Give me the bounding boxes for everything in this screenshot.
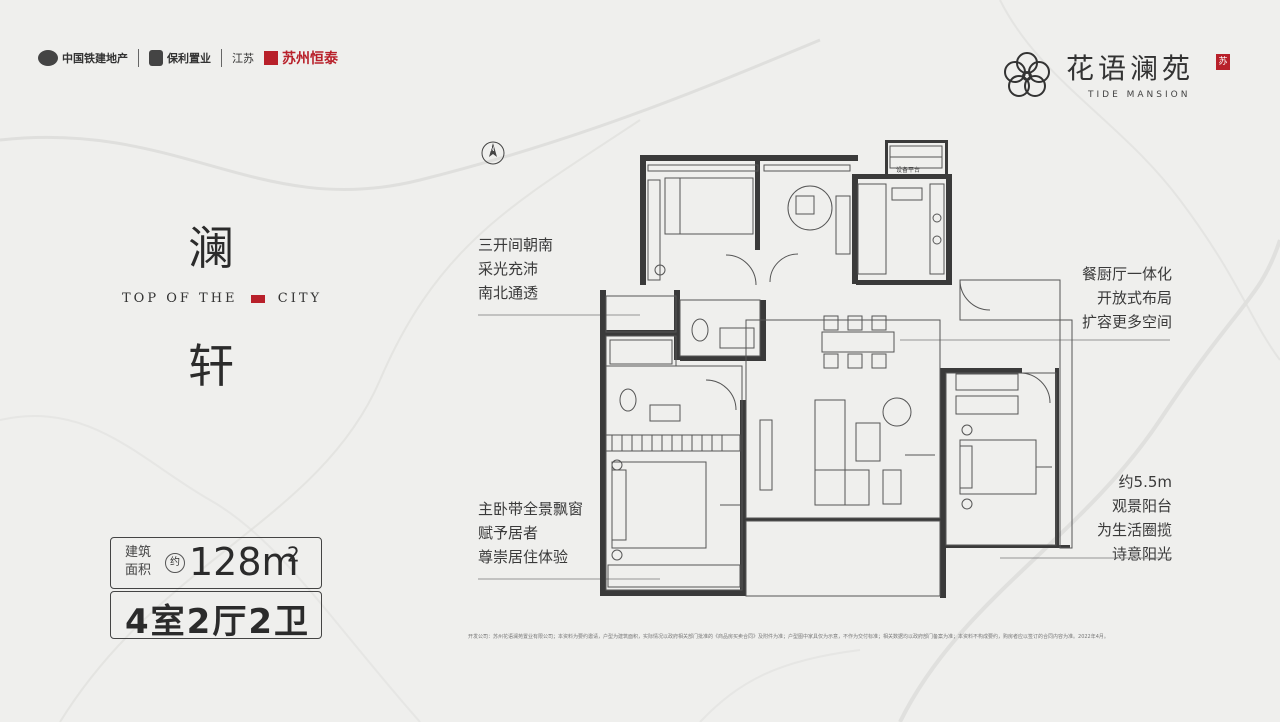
- tagline: TOP OF THE CITY: [122, 291, 322, 306]
- hengtai-logo-icon: [264, 51, 278, 65]
- brand-logo: 花语澜苑 苏 TIDE MANSION: [1000, 44, 1230, 104]
- brand-subtitle: TIDE MANSION: [1088, 90, 1191, 100]
- crcc-logo-text: 中国铁建地产: [62, 52, 128, 65]
- flower-icon: [1004, 52, 1050, 97]
- compass-label: N: [490, 146, 495, 153]
- crcc-logo: 中国铁建地产: [38, 50, 128, 66]
- brand-seal: 苏: [1216, 54, 1230, 70]
- area-unit: 2: [287, 540, 300, 584]
- study-furniture: [763, 164, 851, 283]
- tagline-left: TOP OF THE: [122, 291, 238, 306]
- annotation-balcony: 约5.5m 观景阳台 为生活圈揽 诗意阳光: [1060, 470, 1172, 566]
- annotation-line: 三开间朝南: [478, 236, 554, 254]
- annotation-line: 尊崇居住体验: [478, 548, 569, 566]
- bedroom-north-furniture: [647, 164, 759, 286]
- living-dining-furniture: [759, 315, 935, 506]
- annotation-line: 诗意阳光: [1111, 545, 1172, 563]
- room-outlines: [605, 279, 1073, 597]
- annotation-line: 赋予居者: [478, 524, 539, 542]
- platform-label: 设备平台: [896, 166, 920, 174]
- area-sup: 2: [287, 542, 300, 567]
- master-bedroom-furniture: [605, 434, 741, 588]
- poly-logo: 保利置业: [149, 50, 211, 66]
- area-value: 128m: [189, 540, 299, 584]
- annotation-north: 三开间朝南 采光充沛 南北通透: [478, 233, 553, 305]
- annotation-line: 观景阳台: [1111, 497, 1172, 515]
- leader-lines: [478, 314, 1172, 580]
- jiangsu-label: 江苏: [232, 52, 254, 65]
- annotation-line: 餐厨厅一体化: [1081, 265, 1172, 283]
- unit-name-bottom: 轩: [188, 339, 234, 393]
- rooms-box: 4室2厅2卫: [110, 591, 322, 642]
- bedroom-east-furniture: [955, 372, 1052, 510]
- compass-icon: N: [481, 141, 505, 165]
- poly-logo-icon: [149, 50, 163, 66]
- annotation-kitchen: 餐厨厅一体化 开放式布局 扩容更多空间: [1040, 262, 1172, 334]
- annotation-master: 主卧带全景飘窗 赋予居者 尊崇居住体验: [478, 497, 583, 569]
- annotation-line: 南北通透: [478, 284, 539, 302]
- annotation-line: 采光充沛: [478, 260, 539, 278]
- area-label: 建筑面积: [125, 545, 152, 578]
- annotation-line: 主卧带全景飘窗: [478, 500, 584, 518]
- hengtai-logo-text: 苏州恒泰: [282, 51, 338, 67]
- poly-logo-text: 保利置业: [167, 52, 211, 65]
- annotation-line: 开放式布局: [1096, 289, 1172, 307]
- disclaimer-text: 开发公司：苏州花语澜苑置业有限公司；本资料为要约邀请，户型为建筑面积，实际情况以…: [468, 634, 1109, 640]
- annotation-line: 扩容更多空间: [1081, 313, 1172, 331]
- logo-divider: [221, 49, 222, 67]
- developer-logos: 中国铁建地产 保利置业 江苏 苏州恒泰: [38, 44, 338, 72]
- bathroom-fixtures: [609, 318, 755, 422]
- area-box: 建筑面积 约 128m 2: [110, 537, 322, 589]
- crcc-logo-icon: [38, 50, 58, 66]
- brand-title: 花语澜苑: [1066, 52, 1195, 85]
- walls: [600, 140, 1070, 598]
- area-approx-badge: 约: [165, 553, 185, 573]
- kitchen-fixtures: [857, 145, 991, 311]
- room-layout: 4室2厅2卫: [125, 602, 310, 642]
- unit-name-top: 澜: [188, 221, 234, 275]
- annotation-line: 为生活圈揽: [1096, 521, 1172, 539]
- logo-divider: [138, 49, 139, 67]
- suzhou-hengtai-logo: 苏州恒泰: [264, 48, 338, 68]
- tagline-right: CITY: [277, 291, 323, 306]
- annotation-line: 约5.5m: [1118, 473, 1172, 491]
- tagline-seal-icon: [250, 294, 265, 303]
